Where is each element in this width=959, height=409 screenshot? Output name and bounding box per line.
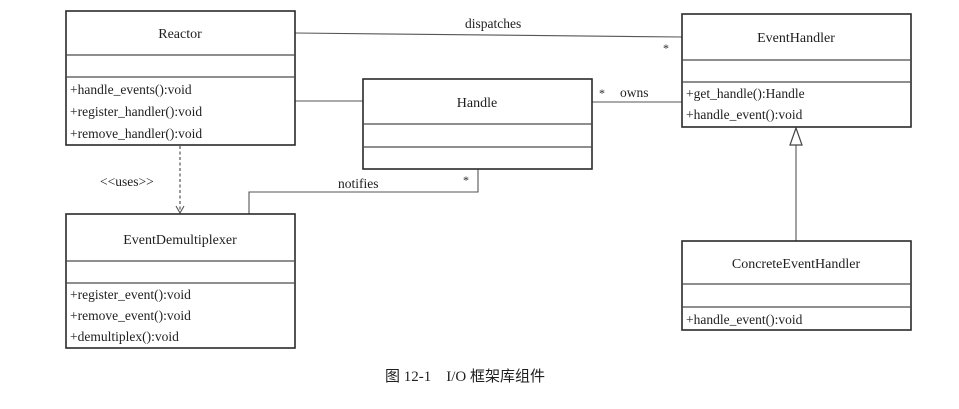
- class-event-handler[interactable]: EventHandler +get_handle():Handle +handl…: [681, 13, 912, 128]
- notifies-label: notifies: [338, 176, 379, 191]
- dispatches-association-line: [294, 32, 683, 38]
- operation: +remove_event():void: [70, 308, 191, 323]
- class-event-demultiplexer[interactable]: EventDemultiplexer +register_event():voi…: [65, 213, 296, 349]
- operation: +register_handler():void: [70, 104, 202, 119]
- dispatches-multiplicity: *: [663, 41, 669, 55]
- class-name: Reactor: [158, 27, 202, 42]
- owns-label: owns: [620, 85, 649, 100]
- operation: +handle_event():void: [686, 107, 803, 122]
- class-reactor[interactable]: Reactor +handle_events():void +register_…: [65, 10, 296, 146]
- operation: +remove_handler():void: [70, 126, 202, 141]
- operation: +handle_events():void: [70, 82, 192, 97]
- notifies-association-line: [248, 169, 479, 214]
- operation: +register_event():void: [70, 287, 191, 302]
- class-name: ConcreteEventHandler: [732, 257, 861, 272]
- generalization-triangle-icon: [789, 126, 803, 146]
- class-name: EventDemultiplexer: [123, 233, 237, 248]
- class-handle[interactable]: Handle: [362, 78, 593, 170]
- notifies-multiplicity: *: [463, 173, 469, 187]
- operation: +demultiplex():void: [70, 329, 179, 344]
- class-name: EventHandler: [757, 31, 835, 46]
- figure-caption: 图 12-1 I/O 框架库组件: [385, 368, 545, 385]
- operation: +get_handle():Handle: [686, 86, 805, 101]
- owns-multiplicity: *: [599, 86, 605, 100]
- class-name: Handle: [457, 96, 497, 111]
- uses-arrowhead-icon: [175, 205, 185, 215]
- class-concrete-event-handler[interactable]: ConcreteEventHandler +handle_event():voi…: [681, 240, 912, 331]
- dispatches-label: dispatches: [465, 16, 521, 31]
- uses-label: <<uses>>: [100, 174, 154, 189]
- operation: +handle_event():void: [686, 312, 803, 327]
